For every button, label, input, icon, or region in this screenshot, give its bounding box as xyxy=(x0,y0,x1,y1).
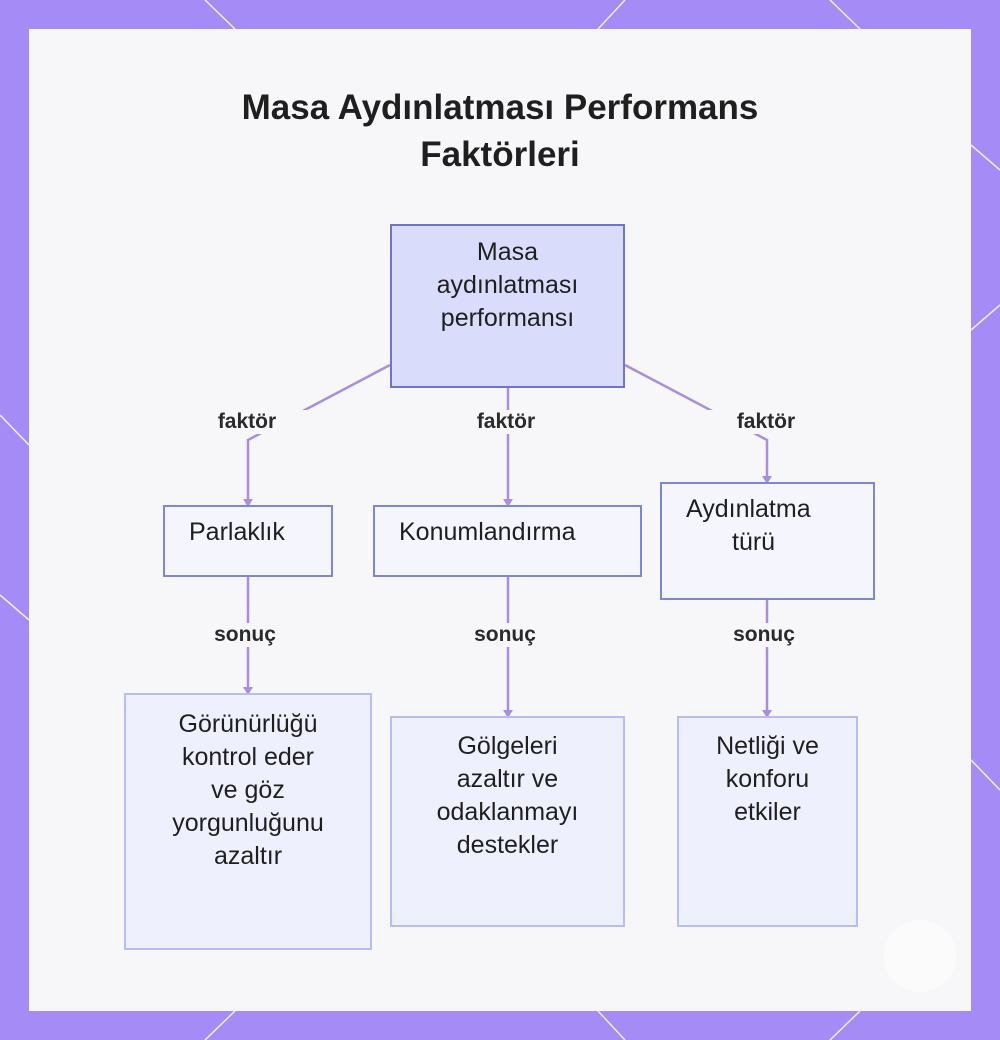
connector-root-factor-3 xyxy=(624,363,769,482)
edge-label-factor-3: faktör xyxy=(706,410,826,434)
edge-label-outcome-1: sonuç xyxy=(185,623,305,647)
arrowhead-outcome-3 xyxy=(762,710,772,718)
outcome-node-visibility-line-1: Görünürlüğü xyxy=(178,710,318,738)
diagram-title: Masa Aydınlatması Performans Faktörleri xyxy=(150,84,850,178)
outcome-node-clarity-line-1: Netliği ve xyxy=(716,732,819,760)
arrowhead-outcome-2 xyxy=(503,710,513,718)
outcome-node-visibility: Görünürlüğü kontrol eder ve göz yorgunlu… xyxy=(124,693,372,950)
outcome-node-visibility-line-2: kontrol eder xyxy=(181,743,315,771)
outcome-node-visibility-line-5: azaltır xyxy=(213,842,283,870)
edge-label-outcome-2: sonuç xyxy=(445,623,565,647)
root-node-line-1: Masa xyxy=(476,238,539,266)
edge-label-factor-2: faktör xyxy=(446,410,566,434)
outcome-node-shadows-line-4: destekler xyxy=(456,831,559,859)
factor-node-brightness: Parlaklık xyxy=(163,505,333,577)
watermark-logo xyxy=(884,920,956,992)
title-line-1: Masa Aydınlatması Performans xyxy=(241,88,759,127)
root-node: Masa aydınlatması performansı xyxy=(390,224,625,388)
title-line-2: Faktörleri xyxy=(420,135,580,174)
factor-node-lighting-type: Aydınlatma türü xyxy=(660,482,875,600)
arrowhead-outcome-1 xyxy=(243,687,253,695)
outcome-node-clarity: Netliği ve konforu etkiler xyxy=(677,716,858,927)
edge-label-factor-1: faktör xyxy=(187,410,307,434)
outcome-node-visibility-line-4: yorgunluğunu xyxy=(172,809,324,837)
outcome-node-shadows-line-3: odaklanmayı xyxy=(436,798,579,826)
outcome-node-clarity-line-3: etkiler xyxy=(734,798,801,826)
outcome-node-clarity-line-2: konforu xyxy=(725,765,810,793)
connector-root-factor-1 xyxy=(246,363,391,505)
factor-node-positioning-label: Konumlandırma xyxy=(399,518,576,546)
factor-node-brightness-label: Parlaklık xyxy=(189,518,285,546)
factor-node-lighting-type-line-1: Aydınlatma xyxy=(686,495,811,523)
root-node-line-2: aydınlatması xyxy=(436,271,579,299)
factor-node-lighting-type-line-2: türü xyxy=(732,528,776,556)
outcome-node-shadows-line-2: azaltır ve xyxy=(456,765,559,793)
outcome-node-visibility-line-3: ve göz xyxy=(211,776,285,804)
arrowhead-factor-3 xyxy=(762,476,772,484)
arrowhead-factor-2 xyxy=(503,499,513,507)
root-node-line-3: performansı xyxy=(440,304,575,332)
edge-label-outcome-3: sonuç xyxy=(704,623,824,647)
outcome-node-shadows-line-1: Gölgeleri xyxy=(457,732,558,760)
factor-node-positioning: Konumlandırma xyxy=(373,505,642,577)
arrowhead-factor-1 xyxy=(243,499,253,507)
outcome-node-shadows: Gölgeleri azaltır ve odaklanmayı destekl… xyxy=(390,716,625,927)
